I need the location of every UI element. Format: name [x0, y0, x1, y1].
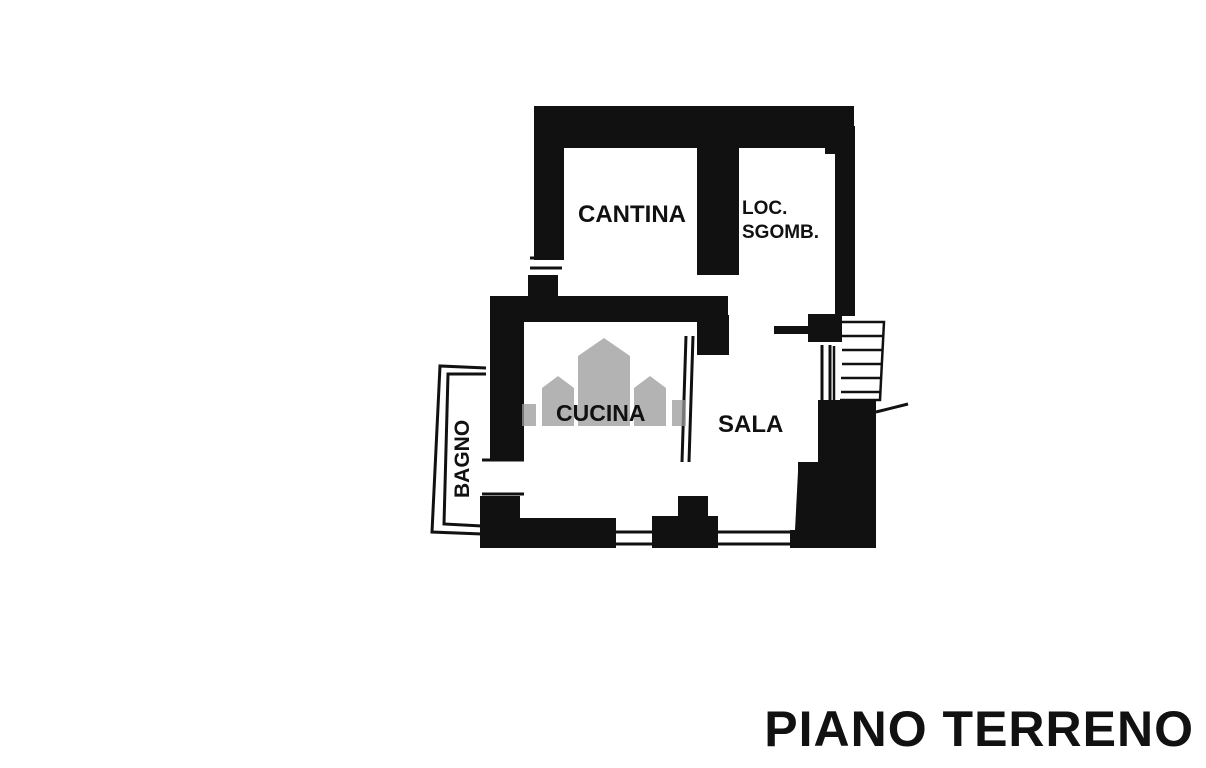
room-label-cucina: CUCINA	[556, 400, 645, 426]
walls	[480, 106, 876, 548]
wall-bottom-mid	[480, 518, 616, 548]
wall-cucina-top	[492, 296, 728, 322]
wall-sala-upper-stub	[774, 326, 814, 334]
wall-right-notch	[825, 138, 845, 154]
room-label-bagno: BAGNO	[451, 420, 474, 498]
floor-title: PIANO TERRENO	[764, 701, 1194, 757]
wall-cucina-left	[490, 296, 524, 460]
bagno-outline	[430, 364, 487, 536]
sala-inner-wall	[794, 461, 802, 541]
watermark-house-small-right	[672, 400, 686, 426]
wall-bottom-center	[652, 516, 718, 548]
room-label-cantina: CANTINA	[578, 201, 686, 228]
wall-right-upper	[835, 126, 855, 316]
stairs-outline	[840, 320, 886, 402]
partition-line-1	[680, 335, 688, 463]
watermark-house-small-left	[522, 404, 536, 426]
wall-cucina-top-pier	[697, 315, 729, 355]
wall-cantina-divider	[697, 140, 739, 275]
wall-cantina-left	[534, 106, 564, 260]
house-watermark-icon	[522, 338, 686, 426]
wall-bottom-center-pier	[678, 496, 708, 520]
wall-top	[534, 106, 854, 148]
partition-line-2	[687, 335, 695, 463]
room-label-sala: SALA	[718, 411, 783, 438]
bagno-inner	[442, 372, 486, 528]
watermark-house-left	[542, 376, 574, 426]
watermark-house-center	[578, 338, 630, 426]
exterior-line	[875, 402, 909, 414]
room-label-loc-line1: LOC.	[742, 198, 787, 219]
thin-lines	[430, 256, 909, 546]
room-label-loc-line2: SGOMB.	[742, 222, 819, 243]
watermark-house-right	[634, 376, 666, 426]
wall-bottom-right	[790, 530, 876, 548]
stairs	[832, 320, 886, 410]
